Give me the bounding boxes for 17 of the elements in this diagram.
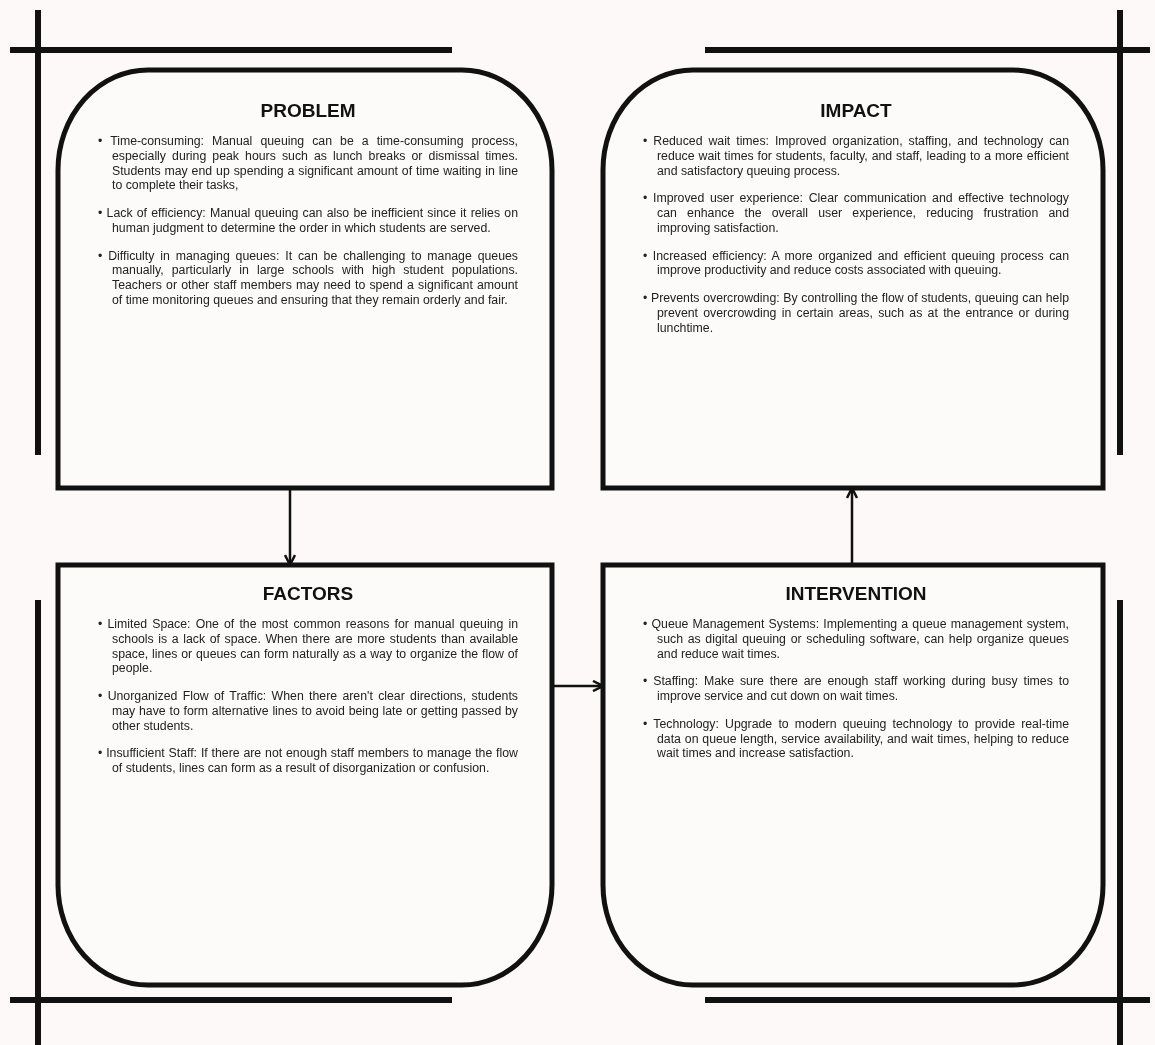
bullet-text: • Limited Space: One of the most common reasons for manual queuing in schools is a lack of space. When there are more students than available space, lines or queues can form naturally as a way to organize the flow of people.	[98, 617, 518, 676]
bullet-text: • Increased efficiency: A more organized and efficient queuing process can improve productivity and reduce costs associated with queuing.	[643, 248, 1069, 278]
bullet-text: • Technology: Upgrade to modern queuing technology to provide real-time data on queue length, service availability, and wait times, helping to reduce wait times and increase satisfaction.	[643, 716, 1069, 761]
card-heading: PROBLEM	[259, 100, 357, 122]
bullet-text: • Reduced wait times: Improved organization, staffing, and technology can reduce wait times for students, faculty, and staff, leading to a more efficient and satisfactory queuing process.	[643, 134, 1069, 179]
bullet-text: • Improved user experience: Clear communication and effective technology can enhance the overall user experience, reducing frustration and improving satisfaction.	[643, 191, 1069, 236]
bullet-text: • Insufficient Staff: If there are not enough staff members to manage the flow of students, lines can form as a result of disorganization or confusion.	[98, 746, 518, 776]
bullet-text: • Staffing: Make sure there are enough staff working during busy times to improve service and cut down on wait times.	[643, 674, 1069, 704]
bullet-text: • Prevents overcrowding: By controlling the flow of students, queuing can help prevent overcrowding in certain areas, such as at the entrance or during lunchtime.	[643, 291, 1069, 336]
card-heading: IMPACT	[819, 100, 893, 122]
bullet-text: • Queue Management Systems: Implementing a queue management system, such as digital queuing or scheduling software, can help organize queues and reduce wait times.	[643, 617, 1069, 662]
bullet-text: • Unorganized Flow of Traffic: When there aren't clear directions, students may have to form alternative lines to avoid being late or getting passed by other students.	[98, 689, 518, 734]
bullet-text: • Time-consuming: Manual queuing can be a time-consuming process, especially during peak hours such as lunch breaks or dismissal times. Students may end up spending a significant amount of time waiting in line to complete their tasks,	[98, 134, 518, 193]
card-heading: INTERVENTION	[784, 583, 928, 605]
bullet-text: • Difficulty in managing queues: It can be challenging to manage queues manually, particularly in large schools with high student populations. Teachers or other staff members may need to spend a significant amount of time monitoring queues and ensuring that they remain orderly and fair.	[98, 248, 518, 308]
card-heading: FACTORS	[261, 583, 355, 605]
bullet-text: • Lack of efficiency: Manual queuing can also be inefficient since it relies on human judgment to determine the order in which students are served.	[98, 206, 518, 236]
